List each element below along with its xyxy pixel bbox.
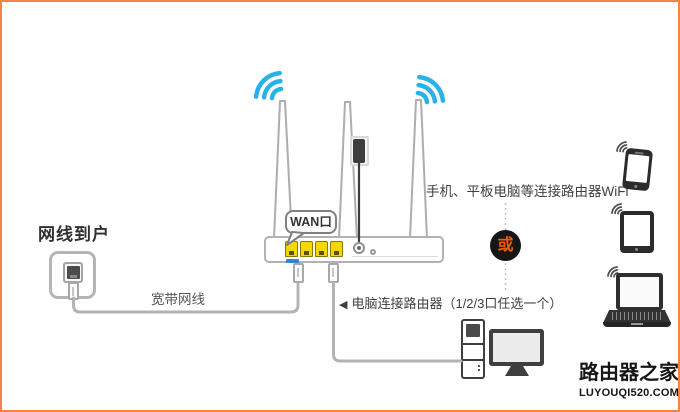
pc-tower xyxy=(461,319,485,379)
rj45-jack-icon xyxy=(67,266,80,279)
pc-monitor xyxy=(489,329,544,366)
laptop-keyboard xyxy=(603,310,671,323)
wifi-devices-note: 手机、平板电脑等连接路由器WiFi xyxy=(426,184,629,199)
tablet xyxy=(620,211,654,253)
power-jack-icon xyxy=(353,242,365,254)
phone-home-button xyxy=(634,184,638,188)
smartphone xyxy=(621,147,654,192)
laptop-display xyxy=(620,277,659,307)
wan-cable-plug xyxy=(293,263,304,283)
wall-cable-title: 网线到户 xyxy=(38,225,110,244)
antenna-right xyxy=(409,99,428,240)
site-logo-domain: LUYOUQI520.COM xyxy=(579,387,679,399)
laptop-base xyxy=(603,322,671,327)
router-port-wan xyxy=(285,241,298,257)
pc-tower-seam xyxy=(463,343,483,345)
pc-tower-panel xyxy=(466,324,480,337)
left-arrow-icon: ◀ xyxy=(339,299,348,311)
router-port-1 xyxy=(300,241,313,257)
wifi-signal-right-icon xyxy=(415,74,446,105)
router-port-3 xyxy=(330,241,343,257)
or-badge: 或 xyxy=(490,230,521,261)
lan-cable-plug xyxy=(328,263,339,283)
pc-connection-text: 电脑连接路由器（1/2/3口任选一个） xyxy=(351,296,563,311)
power-adapter xyxy=(353,139,365,163)
pc-monitor-stand xyxy=(505,366,529,376)
wan-port-bubble: WAN口 xyxy=(285,210,337,234)
wall-cable-plug xyxy=(68,282,79,300)
wifi-signal-left-icon xyxy=(253,70,284,101)
tablet-screen xyxy=(624,215,650,246)
site-logo-title: 路由器之家 xyxy=(579,362,679,384)
router-port-2 xyxy=(315,241,328,257)
reset-button-icon xyxy=(370,249,376,255)
pc-tower-led xyxy=(478,365,480,367)
wan-port-badge xyxy=(286,259,299,263)
pc-tower-seam xyxy=(463,359,483,361)
pc-tower-led xyxy=(478,369,480,371)
laptop-touchpad xyxy=(631,323,643,325)
tablet-home-button xyxy=(635,248,638,251)
laptop-screen xyxy=(616,273,663,310)
pc-connection-note: ◀电脑连接路由器（1/2/3口任选一个） xyxy=(339,293,562,312)
antenna-middle xyxy=(338,101,358,240)
router-panel-seam xyxy=(352,256,438,257)
site-logo: 路由器之家 LUYOUQI520.COM xyxy=(579,362,679,399)
router-ports xyxy=(285,241,343,257)
phone-speaker xyxy=(634,151,644,155)
broadband-cable-label: 宽带网线 xyxy=(151,292,205,307)
pc-monitor-screen xyxy=(493,333,540,362)
phone-screen xyxy=(625,153,650,184)
laptop-keys xyxy=(612,312,662,320)
